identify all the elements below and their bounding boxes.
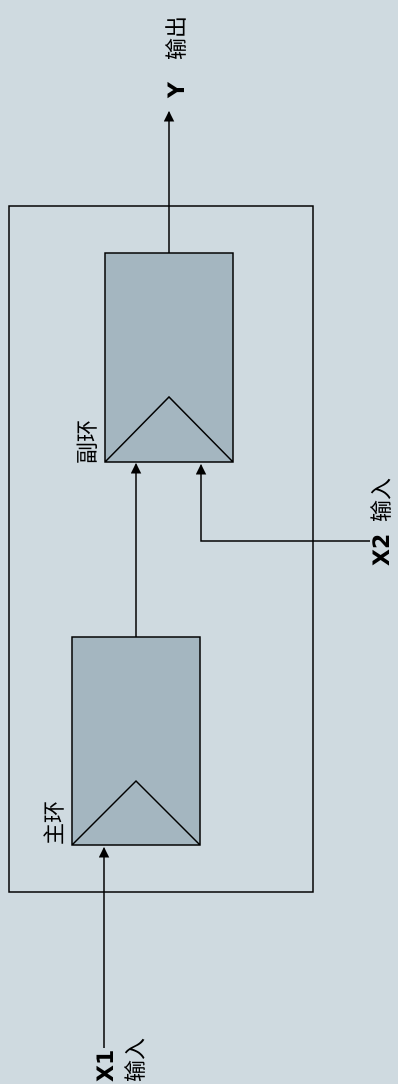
input-x1-text: 输入 (124, 1038, 149, 1082)
primary-loop-label: 主环 (43, 801, 68, 845)
output-y-text: 输出 (165, 16, 190, 60)
output-y-label: Y (165, 81, 190, 99)
input-x2-line (195, 463, 370, 542)
input-x1-label: X1 (94, 1050, 119, 1082)
input-x2-label: X2 (370, 534, 395, 566)
secondary-loop-label: 副环 (76, 420, 101, 464)
primary-loop-triangle-icon (71, 779, 201, 846)
input-x2-text: 输入 (370, 478, 395, 522)
controller-enclosure (8, 205, 314, 893)
secondary-loop-triangle-icon (104, 395, 234, 463)
primary-loop-block (71, 636, 201, 846)
secondary-loop-block (104, 252, 234, 463)
